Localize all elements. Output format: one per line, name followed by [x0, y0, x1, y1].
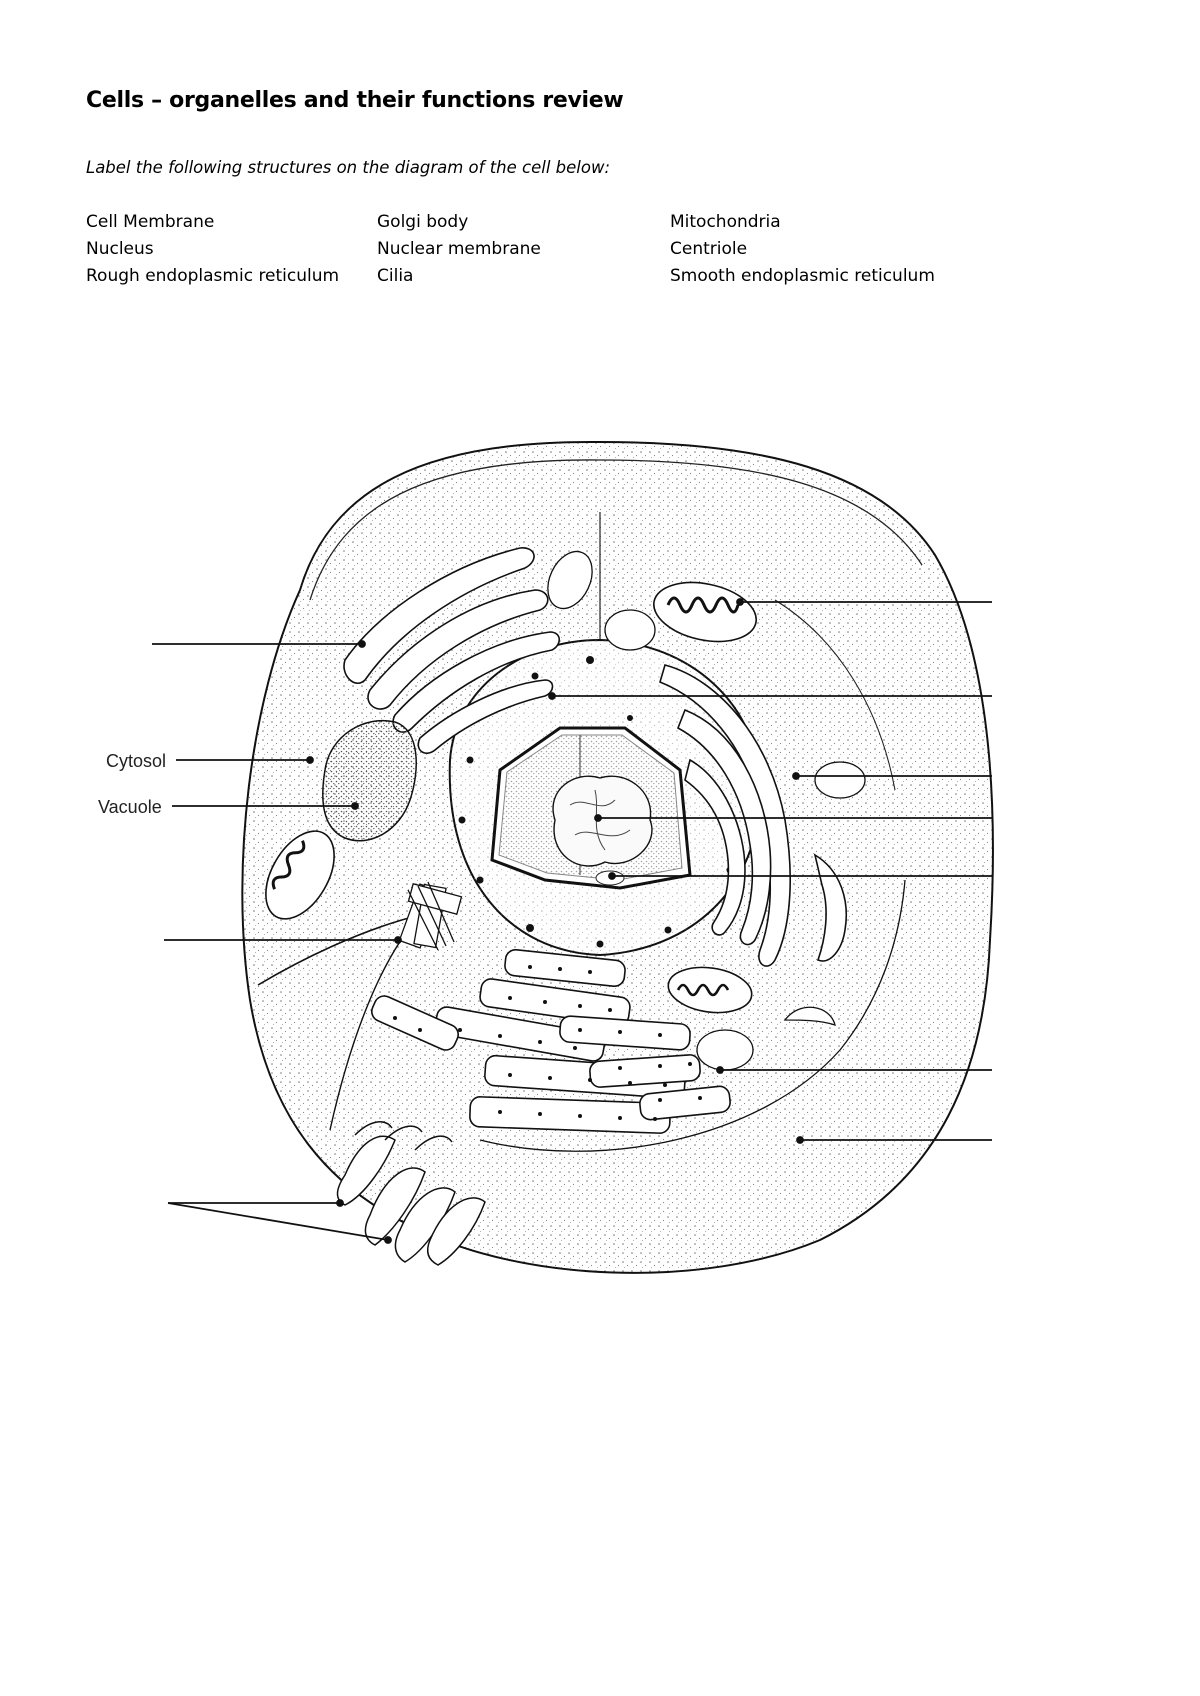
leader-lines: [152, 598, 992, 1244]
label-cytosol: Cytosol: [106, 751, 166, 771]
term-nuclear-membrane: Nuclear membrane: [377, 239, 541, 259]
mitochondrion-left: [265, 830, 335, 920]
term-golgi-body: Golgi body: [377, 212, 469, 232]
page-title: Cells – organelles and their functions r…: [86, 88, 624, 113]
label-vacuole: Vacuole: [98, 797, 162, 817]
organelle-golgi-upper-left: [343, 547, 561, 754]
organelle-centriole: [398, 881, 463, 951]
term-smooth-er: Smooth endoplasmic reticulum: [670, 266, 935, 286]
term-cilia: Cilia: [377, 266, 414, 286]
instruction-text: Label the following structures on the di…: [86, 158, 611, 177]
term-rough-er: Rough endoplasmic reticulum: [86, 266, 340, 286]
term-list: Cell Membrane Golgi body Mitochondria Nu…: [86, 212, 1086, 292]
term-cell-membrane: Cell Membrane: [86, 212, 215, 232]
vacuole: [322, 720, 417, 842]
mitochondrion-upper-right: [653, 581, 757, 643]
organelle-rough-er: [371, 948, 731, 1134]
small-vesicles: [547, 550, 866, 1071]
term-centriole: Centriole: [670, 239, 748, 259]
organelle-er-right: [659, 664, 847, 967]
term-mitochondria: Mitochondria: [670, 212, 781, 232]
term-nucleus: Nucleus: [86, 239, 154, 259]
mitochondrion-lower-right: [667, 966, 753, 1014]
organelle-cilia: [336, 1121, 486, 1266]
